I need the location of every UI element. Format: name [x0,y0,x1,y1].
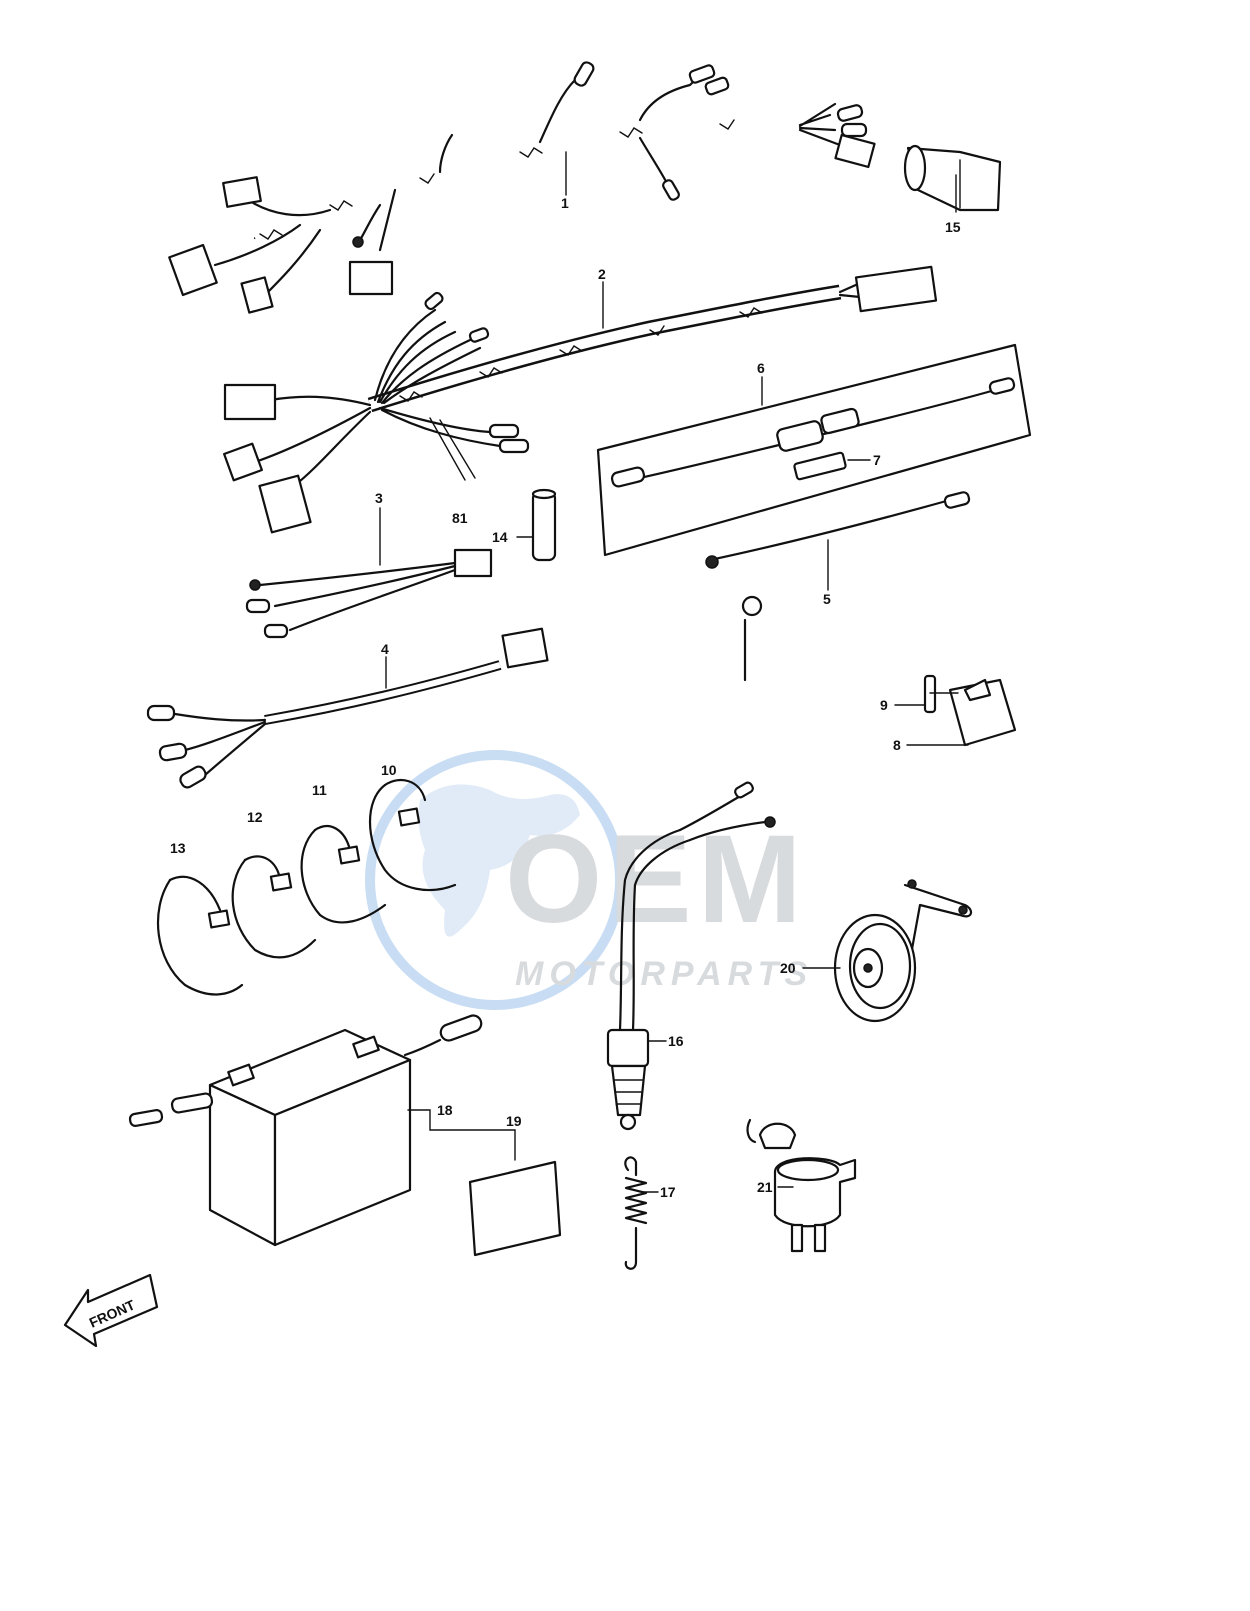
callout-3: 3 [375,490,383,506]
battery-pad [468,1160,562,1257]
callout-15: 15 [945,219,961,235]
horn [833,879,973,1023]
callout-labels: 1 2 3 4 5 6 7 8 9 10 11 12 13 14 15 16 1… [170,195,961,1200]
sleeve-tube [531,488,557,562]
callout-21: 21 [757,1179,773,1195]
watermark: OEM MOTORPARTS [365,750,813,1010]
stop-switch [606,781,776,1131]
callout-7: 7 [873,452,881,468]
callout-19: 19 [506,1113,522,1129]
callout-9: 9 [880,697,888,713]
callout-17: 17 [660,1184,676,1200]
watermark-logo: OEM [505,810,808,949]
callout-8: 8 [893,737,901,753]
wiring-harness-secondary [223,265,938,534]
callout-20: 20 [780,960,796,976]
leader-lines [379,151,969,1193]
callout-16: 16 [668,1033,684,1049]
lead-wire-4 [146,627,549,789]
ignition-switch [746,1118,857,1253]
wiring-harness-main [168,61,876,314]
front-arrow: FRONT [63,1273,159,1348]
callout-4: 4 [381,641,389,657]
callout-18: 18 [437,1102,453,1118]
callout-11: 11 [312,782,327,798]
callout-6: 6 [757,360,765,376]
callout-10: 10 [381,762,397,778]
callout-2: 2 [598,266,606,282]
watermark-subtext: MOTORPARTS [515,955,813,993]
fuse-holder-assembly [596,343,1032,682]
watermark-globe [365,750,625,1010]
callout-5: 5 [823,591,831,607]
spring [624,1156,648,1270]
callout-13: 13 [170,840,186,856]
bands [156,778,457,996]
callout-1: 1 [561,195,569,211]
rubber-boot [903,144,1002,212]
battery [128,1014,483,1247]
callout-81: 81 [452,510,468,526]
watermark-continents [418,784,580,937]
lead-wire-3 [245,548,493,639]
callout-12: 12 [247,809,263,825]
relay-and-fuse [923,674,1017,747]
callout-14: 14 [492,529,508,545]
